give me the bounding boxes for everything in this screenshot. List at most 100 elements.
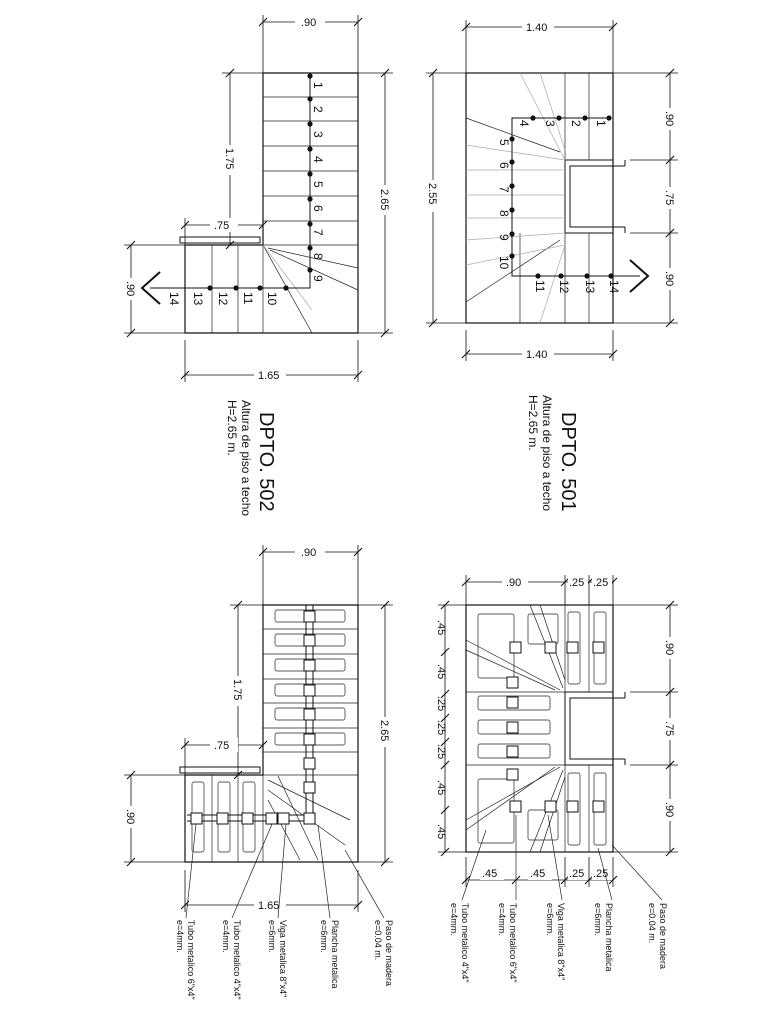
s501-note-2b: e=6mm. <box>593 903 603 936</box>
arrow-icon-501 <box>629 259 650 293</box>
step-501-3: 3 <box>543 120 557 127</box>
dim-501-bottom: 1.40 <box>526 349 547 361</box>
landing-wall <box>179 236 261 244</box>
stair-treads-501 <box>465 73 590 323</box>
arrow-icon <box>140 271 161 305</box>
s501-dim-right-2: .90 <box>663 802 675 817</box>
step-501-7: 7 <box>497 186 511 193</box>
step-1: 1 <box>311 82 325 89</box>
dim-left-upper: 1.75 <box>223 148 235 169</box>
s501-note-2a: Plancha metalica <box>604 903 614 972</box>
step-501-1: 1 <box>594 120 608 127</box>
s501-dim-bottom-0: .45 <box>482 868 497 880</box>
dim-left-lower: .90 <box>124 281 136 296</box>
s501-note-4a: Tubo metalico 6"x4" <box>508 903 518 983</box>
step-501-9: 9 <box>497 234 511 241</box>
s502-note-5a: Tubo metalico 6"x4" <box>186 920 196 1000</box>
step-8: 8 <box>311 253 325 260</box>
s501-dim-top-2: .25 <box>593 577 608 589</box>
s502-dim-right: 2.65 <box>378 720 390 741</box>
s502-note-2b: e=6mm. <box>319 920 329 953</box>
s502-note-3b: e=6mm. <box>267 920 277 953</box>
s501-dim-top-0: .90 <box>506 577 521 589</box>
dim-501-top: 1.40 <box>526 22 547 34</box>
step-501-12: 12 <box>557 280 571 294</box>
step-6: 6 <box>311 205 325 212</box>
s501-dim-left-0: .45 <box>435 620 447 635</box>
step-7: 7 <box>311 229 325 236</box>
step-501-14: 14 <box>607 280 621 294</box>
step-11: 11 <box>241 292 255 305</box>
dim-top: .90 <box>301 17 316 29</box>
step-3: 3 <box>311 131 325 138</box>
step-12: 12 <box>216 292 230 306</box>
s502-dim-top: .90 <box>301 547 316 559</box>
s501-note-1a: Paso de madera <box>658 903 668 969</box>
s502-note-4b: e=4mm. <box>221 920 231 953</box>
step-2: 2 <box>311 106 325 113</box>
height-501: H=2.65 m. <box>526 395 540 451</box>
step-501-10: 10 <box>497 256 511 270</box>
s501-dim-right-0: .90 <box>663 640 675 655</box>
s502-dim-left-inner: .75 <box>214 740 229 752</box>
s501-dim-right-1: .75 <box>663 721 675 736</box>
s501-dim-left-5: .45 <box>435 780 447 795</box>
dim-501-right-a: .90 <box>663 111 675 126</box>
step-501-4: 4 <box>517 120 531 127</box>
step-501-6: 6 <box>497 162 511 169</box>
s502-note-1a: Paso de madera <box>384 920 394 986</box>
s501-dim-left-1: .45 <box>435 664 447 679</box>
step-13: 13 <box>191 292 205 306</box>
step-9: 9 <box>311 275 325 282</box>
s501-dim-left-4: .25 <box>435 744 447 759</box>
subtitle-501: Altura de piso a techo <box>540 395 554 511</box>
s501-dim-bottom-2: .25 <box>569 868 584 880</box>
dim-501-right-b: .75 <box>663 190 675 205</box>
step-501-8: 8 <box>497 210 511 217</box>
s501-dim-left-6: .45 <box>435 824 447 839</box>
step-501-2: 2 <box>569 120 583 127</box>
s501-dim-bottom-1: .45 <box>530 868 545 880</box>
s501-note-5b: e=4mm. <box>449 903 459 936</box>
height-502: H=2.65 m. <box>225 400 239 456</box>
dim-bottom: 1.65 <box>258 370 279 382</box>
stair-outline-501 <box>465 72 614 324</box>
structure-dpto-501: .90 .25 .25 .45 .45 .25 .25 .25 .45 .45 … <box>435 575 678 983</box>
s502-dim-left-upper: 1.75 <box>231 679 243 700</box>
s501-dim-left-2: .25 <box>435 696 447 711</box>
s502-note-2a: Plancha metalica <box>330 920 340 989</box>
dim-left-inner: .75 <box>214 220 229 232</box>
s502-note-4a: Tubo metalico 4"x4" <box>232 920 242 1000</box>
step-501-13: 13 <box>583 280 597 294</box>
step-10: 10 <box>265 292 279 306</box>
step-501-5: 5 <box>497 139 511 146</box>
s501-note-3a: Viga metalica 8"x4" <box>556 903 566 980</box>
s501-note-1b: e=0.04 m. <box>647 903 657 943</box>
step-5: 5 <box>311 181 325 188</box>
s502-dim-left-lower: .90 <box>124 809 136 824</box>
step-501-11: 11 <box>533 280 547 293</box>
s501-dim-left-3: .25 <box>435 720 447 735</box>
dim-501-left: 2.55 <box>426 183 438 204</box>
title-502: DPTO. 502 <box>255 412 277 512</box>
dim-right: 2.65 <box>378 189 390 210</box>
structure-dpto-502: .90 1.75 .75 .90 2.65 1.65 Paso de mader… <box>124 545 394 1000</box>
s502-dim-bottom: 1.65 <box>258 900 279 912</box>
dim-501-right-c: .90 <box>663 271 675 286</box>
plan-dpto-501: 1 2 3 4 5 6 7 8 9 10 11 12 13 14 <box>426 20 678 512</box>
walk-dots <box>207 73 313 291</box>
step-14: 14 <box>167 292 181 306</box>
s501-note-3b: e=6mm. <box>545 903 555 936</box>
s502-note-3a: Viga metalica 8"x4" <box>278 920 288 997</box>
s502-note-5b: e=4mm. <box>175 920 185 953</box>
s501-dim-top-1: .25 <box>569 577 584 589</box>
s501-note-4b: e=4mm. <box>497 903 507 936</box>
s502-note-1b: e=0.04 m. <box>373 920 383 960</box>
s501-note-5a: Tubo metalico 4"x4" <box>460 903 470 983</box>
plan-dpto-502: 1 2 3 4 5 6 7 8 9 10 11 12 13 14 <box>124 15 393 516</box>
subtitle-502: Altura de piso a techo <box>239 400 253 516</box>
step-4: 4 <box>311 156 325 163</box>
title-501: DPTO. 501 <box>557 412 579 512</box>
